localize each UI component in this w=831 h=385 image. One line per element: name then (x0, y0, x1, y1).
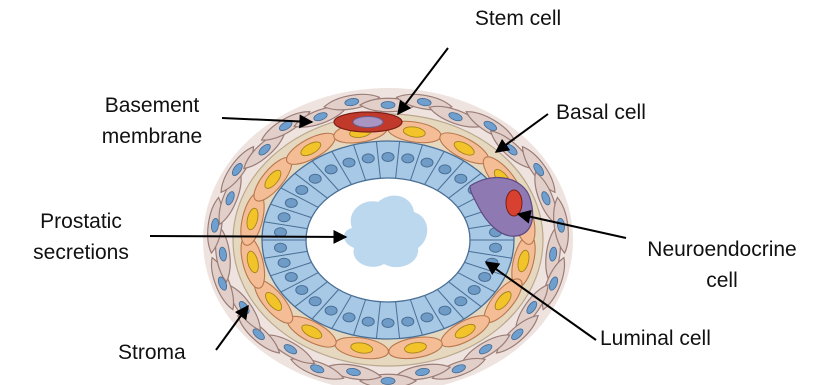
luminal-nucleus (362, 154, 374, 163)
stroma-nucleus (381, 102, 395, 109)
basement-membrane-line2: membrane (72, 121, 232, 152)
luminal-nucleus (343, 313, 355, 322)
luminal-nucleus (285, 273, 297, 282)
label-prostatic-secretions: Prostatic secretions (0, 206, 162, 268)
luminal-nucleus (296, 286, 308, 295)
basement-membrane-line1: Basement (72, 90, 232, 121)
neuroendocrine-line2: cell (626, 265, 818, 296)
luminal-nucleus (402, 154, 414, 163)
luminal-nucleus (479, 273, 491, 282)
label-neuroendocrine-cell: Neuroendocrine cell (626, 234, 818, 296)
luminal-nucleus (285, 199, 297, 208)
luminal-nucleus (362, 317, 374, 326)
gland-lumen (306, 178, 470, 302)
luminal-nucleus (468, 286, 480, 295)
luminal-nucleus (455, 174, 467, 183)
label-stroma: Stroma (118, 340, 186, 366)
luminal-nucleus (325, 306, 337, 315)
luminal-nucleus (439, 306, 451, 315)
luminal-nucleus (309, 297, 321, 306)
luminal-nucleus (455, 297, 467, 306)
luminal-nucleus (343, 158, 355, 167)
luminal-nucleus (382, 319, 394, 328)
stem-cell-text: Stem cell (448, 6, 588, 32)
label-stem-cell: Stem cell (448, 6, 588, 32)
neuroendocrine-line1: Neuroendocrine (626, 234, 818, 265)
luminal-nucleus (421, 158, 433, 167)
label-basal-cell: Basal cell (556, 100, 646, 126)
luminal-nucleus (278, 258, 290, 267)
stem-cell-nucleus (353, 117, 383, 128)
luminal-nucleus (275, 228, 287, 237)
luminal-nucleus (490, 243, 502, 252)
prostatic-secretions-line1: Prostatic (0, 206, 162, 237)
label-basement-membrane: Basement membrane (72, 90, 232, 152)
neuroendocrine-nucleus (506, 190, 522, 216)
luminal-nucleus (278, 213, 290, 222)
prostatic-secretions-arrow (150, 236, 346, 237)
stroma-text: Stroma (118, 340, 186, 366)
luminal-nucleus (296, 186, 308, 195)
luminal-nucleus (382, 153, 394, 162)
prostatic-secretions-line2: secretions (0, 237, 162, 268)
luminal-cell-text: Luminal cell (600, 326, 711, 352)
luminal-nucleus (309, 174, 321, 183)
luminal-nucleus (439, 165, 451, 174)
luminal-nucleus (325, 165, 337, 174)
luminal-nucleus (421, 313, 433, 322)
luminal-nucleus (275, 243, 287, 252)
basal-cell-text: Basal cell (556, 100, 646, 126)
luminal-nucleus (402, 317, 414, 326)
label-luminal-cell: Luminal cell (600, 326, 711, 352)
stroma-nucleus (381, 378, 395, 385)
